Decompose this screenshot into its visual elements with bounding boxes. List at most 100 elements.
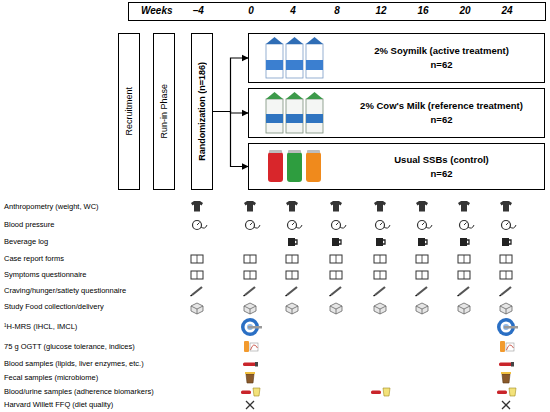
bp-icon xyxy=(246,221,261,230)
gauge-needle xyxy=(506,223,509,226)
carton-label xyxy=(266,114,283,123)
arm-name: 2% Soymilk (active treatment) xyxy=(374,45,509,57)
mug-body xyxy=(376,238,383,246)
package-edge xyxy=(374,306,386,314)
carton-label xyxy=(266,60,283,70)
gauge xyxy=(460,221,469,230)
pencil-body xyxy=(375,287,385,295)
shirt-icon xyxy=(330,201,342,212)
pencil-body xyxy=(501,287,511,295)
gauge-needle xyxy=(422,223,425,226)
pencil-body xyxy=(287,287,297,295)
carton-body xyxy=(306,44,323,78)
package-edge xyxy=(416,306,428,314)
carton-body xyxy=(286,99,303,133)
pencil-tip xyxy=(416,295,418,296)
connector xyxy=(213,58,248,112)
mug-icon xyxy=(332,238,341,246)
gauge xyxy=(193,221,202,230)
glucose-curve xyxy=(251,345,258,350)
carton-top xyxy=(286,92,303,99)
week-number: 0 xyxy=(248,5,254,17)
mug-icon xyxy=(288,238,297,246)
tube-cap xyxy=(511,362,514,367)
book-icon xyxy=(458,255,470,263)
urine-cup xyxy=(509,388,516,396)
carton xyxy=(306,37,323,78)
scanner-core xyxy=(503,324,509,330)
package-edge xyxy=(500,306,512,314)
knife xyxy=(246,401,254,409)
carton-top xyxy=(306,37,323,44)
shirt-shape xyxy=(374,201,386,212)
blood-icon xyxy=(499,362,514,367)
bp-icon xyxy=(418,221,433,230)
week-number: 12 xyxy=(375,5,386,17)
package xyxy=(416,303,428,314)
book-icon xyxy=(244,271,256,279)
sample-size: n=62 xyxy=(431,114,453,126)
can-orange xyxy=(306,152,321,182)
gauge-tube xyxy=(296,225,302,228)
book-cover xyxy=(374,255,386,263)
book-spine xyxy=(292,255,293,263)
mug-handle xyxy=(425,240,427,244)
book-cover xyxy=(458,271,470,279)
bp-icon xyxy=(502,221,517,230)
row-label: Fecal samples (microbiome) xyxy=(4,373,98,382)
row-label: Harvard Willett FFQ (diet quality) xyxy=(4,400,113,409)
urine-icon xyxy=(497,388,516,396)
book-spine xyxy=(197,255,198,263)
mri-icon xyxy=(241,318,262,336)
book-spine xyxy=(506,271,507,279)
shirt-shape xyxy=(416,201,428,212)
urine-cup xyxy=(383,388,390,396)
pencil-icon xyxy=(500,287,512,296)
pencil-body xyxy=(417,287,427,295)
mug-icon xyxy=(376,238,385,246)
box-icon xyxy=(500,303,512,314)
box-icon xyxy=(416,303,428,314)
pencil-tip xyxy=(330,295,332,296)
book-icon xyxy=(244,255,256,263)
treatment-arm: Usual SSBs (control)n=62 xyxy=(248,143,545,190)
row-label: Anthropometry (weight, WC) xyxy=(4,202,99,211)
book-cover xyxy=(244,255,256,263)
shirt-icon xyxy=(416,201,428,212)
arm-text-wrap: 2% Cow's Milk (reference treatment) n=62 xyxy=(341,89,542,137)
fecal-icon xyxy=(245,372,255,383)
book-spine xyxy=(336,271,337,279)
scanner-ring xyxy=(497,318,515,336)
can-lid xyxy=(288,150,301,153)
box-icon xyxy=(330,303,342,314)
knife xyxy=(502,401,510,409)
carton-body xyxy=(286,44,303,78)
phase-label: Randomization (n=186) xyxy=(197,62,207,161)
pencil-icon xyxy=(244,287,256,296)
gauge-tube xyxy=(340,225,346,228)
row-label: Case report forms xyxy=(4,254,64,263)
gauge xyxy=(246,221,255,230)
phase-label: Recruitment xyxy=(124,87,134,136)
mug-handle xyxy=(339,240,341,244)
bp-icon xyxy=(193,221,208,230)
tube-cap xyxy=(255,362,258,367)
arm-name: 2% Cow's Milk (reference treatment) xyxy=(360,100,523,112)
mug-handle xyxy=(467,240,469,244)
mug-icon xyxy=(502,238,511,246)
connector xyxy=(213,112,248,114)
bp-icon xyxy=(288,221,303,230)
mug-body xyxy=(502,238,509,246)
gauge xyxy=(502,221,511,230)
cup-lid xyxy=(501,372,511,374)
cup-lid xyxy=(245,372,255,374)
book-icon xyxy=(458,271,470,279)
book-cover xyxy=(416,271,428,279)
glucose-bottle xyxy=(244,341,249,352)
scanner-core xyxy=(247,324,253,330)
gauge-needle xyxy=(292,223,295,226)
sample-cup xyxy=(502,374,510,383)
blood-tube xyxy=(497,391,507,395)
bp-icon xyxy=(332,221,347,230)
book-spine xyxy=(464,255,465,263)
